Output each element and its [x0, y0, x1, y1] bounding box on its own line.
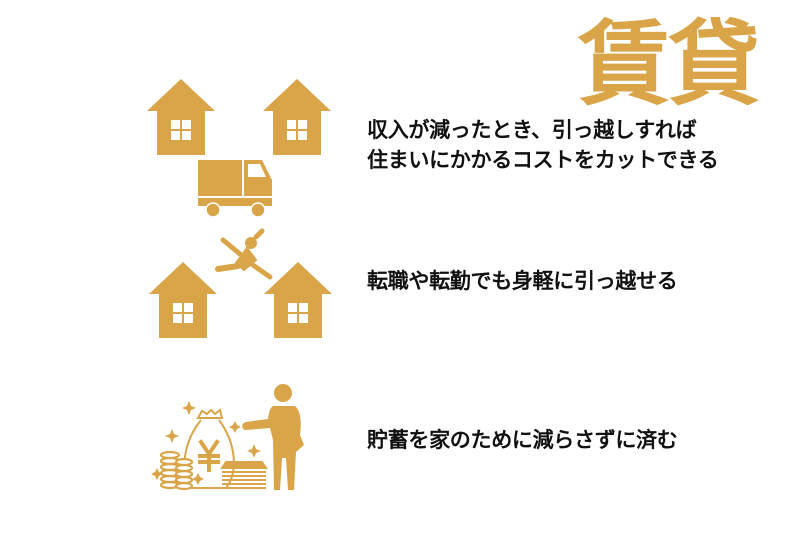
page-title: 賃貸	[578, 11, 760, 118]
houses-and-moving-truck-icon	[147, 79, 331, 218]
benefit-1-line-2: 住まいにかかるコストをカットできる	[367, 148, 719, 172]
yen-symbol-icon	[198, 439, 220, 472]
benefit-1-line-1: 収入が減ったとき、引っ越しすれば	[367, 118, 697, 142]
person-with-money-bag-yen-icon	[151, 384, 304, 491]
cash-stack-icon	[220, 461, 268, 489]
truck-icon	[198, 160, 272, 218]
jumping-person-icon	[215, 228, 273, 280]
coin-stack-icon	[159, 450, 194, 491]
standing-person-icon	[242, 384, 304, 490]
person-jumping-between-houses-icon	[149, 228, 332, 338]
money-bag-yen-icon	[183, 408, 235, 489]
benefit-2-text: 転職や転勤でも身軽に引っ越せる	[367, 269, 678, 293]
sparkle-icons	[151, 401, 261, 485]
benefit-3-text: 貯蓄を家のために減らさずに済む	[367, 428, 678, 452]
